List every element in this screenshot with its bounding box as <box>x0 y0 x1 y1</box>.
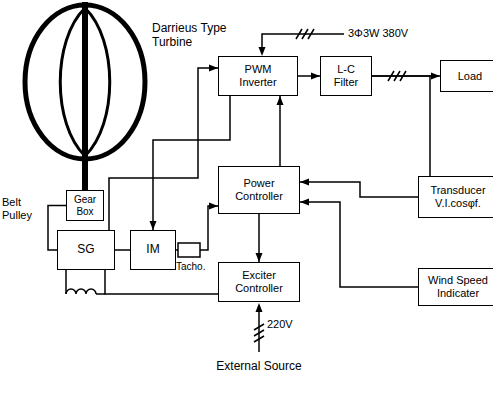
box-label: SG <box>77 243 94 257</box>
arrow-head <box>300 179 309 186</box>
external-source-wire <box>254 312 264 352</box>
grid-supply-wire <box>262 29 344 48</box>
annotation-label: External Source <box>199 360 319 374</box>
arrow-head <box>259 47 266 56</box>
signal-connector <box>300 199 418 288</box>
signal-connector <box>256 214 263 262</box>
block-box: IM <box>130 230 176 270</box>
connector-line <box>372 76 430 176</box>
annotation-label: Darrieus Type Turbine <box>152 22 238 50</box>
three-phase-marks <box>388 71 406 81</box>
box-label: Wind Speed Indicater <box>422 274 493 299</box>
block-box: TransducerV.I.cosφf. <box>418 176 493 218</box>
arrow-head <box>277 96 284 105</box>
connector-line <box>300 182 418 197</box>
box-label: IM <box>146 243 159 257</box>
block-box: Gear Box <box>66 190 104 221</box>
signal-connector <box>105 270 218 294</box>
signal-connector <box>300 179 418 198</box>
signal-connector <box>277 96 284 166</box>
box-label: V.I.cosφf. <box>435 197 481 210</box>
box-label: Exciter Controller <box>228 269 290 294</box>
block-box: Exciter Controller <box>218 262 300 302</box>
block-box: PWM Inverter <box>218 56 298 96</box>
field-coil <box>66 270 105 294</box>
signal-connector <box>298 73 320 80</box>
connector-line <box>115 249 130 251</box>
tacho-generator <box>178 243 200 257</box>
darrieus-turbine <box>25 2 145 190</box>
box-label: PWM Inverter <box>230 63 286 88</box>
annotation-label: 220V <box>267 318 307 331</box>
arrow-head <box>300 199 309 206</box>
connector-line <box>279 96 281 166</box>
box-label: Power Controller <box>228 177 290 202</box>
annotation-label: 3Φ3W 380V <box>348 27 428 40</box>
connector-line <box>105 270 218 294</box>
arrow-head <box>209 203 218 210</box>
signal-connector <box>372 76 430 176</box>
arrow-head <box>209 65 218 72</box>
box-label: Transducer <box>430 184 485 197</box>
block-box: Wind Speed Indicater <box>418 268 493 306</box>
box-label: Gear Box <box>70 194 100 217</box>
signal-connector <box>115 250 130 251</box>
signal-connector <box>109 65 218 231</box>
box-label: L-C Filter <box>326 63 366 88</box>
arrow-head <box>311 73 320 80</box>
arrow-head <box>256 253 263 262</box>
connector-line <box>300 202 418 287</box>
annotation-label: Belt Pulley <box>2 196 46 221</box>
box-label: Load <box>458 70 482 83</box>
arrow-head <box>256 303 263 312</box>
block-box: SG <box>57 230 115 270</box>
block-box: Power Controller <box>218 166 300 214</box>
arrow-head <box>431 73 440 80</box>
arrow-head <box>150 221 157 230</box>
annotation-label: Tacho. <box>176 261 210 273</box>
block-box: L-C Filter <box>320 56 372 96</box>
connector-line <box>109 68 218 230</box>
block-box: Load <box>440 60 493 92</box>
